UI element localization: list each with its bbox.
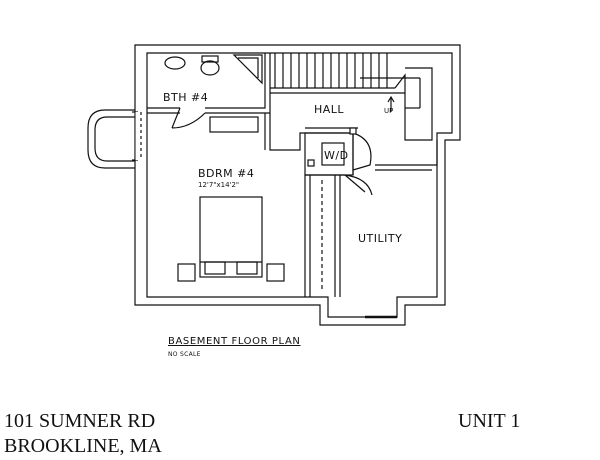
inner-wall xyxy=(146,52,453,318)
stairs-up-label: UP xyxy=(384,107,393,115)
room-label-hall: HALL xyxy=(314,103,344,116)
bath-door-swing xyxy=(171,107,206,129)
unit-label: UNIT 1 xyxy=(458,410,521,432)
closet xyxy=(209,116,259,133)
stairs xyxy=(270,53,433,141)
room-label-utility: UTILITY xyxy=(358,232,402,245)
bath-sink xyxy=(232,54,263,85)
bed xyxy=(177,196,285,282)
plan-scale-note: NO SCALE xyxy=(168,351,201,358)
address-city: BROOKLINE, MA xyxy=(4,435,162,457)
utility-door-swing xyxy=(344,174,373,196)
bay-bump-out xyxy=(87,109,135,169)
wd-door-swing xyxy=(352,132,372,171)
room-dimensions-bedroom: 12'7"x14'2" xyxy=(198,181,239,189)
toilet xyxy=(164,56,186,70)
room-label-bedroom: BDRM #4 xyxy=(198,167,254,180)
outer-wall xyxy=(134,44,461,326)
room-label-bath: BTH #4 xyxy=(163,91,208,104)
floor-plan-drawing: BTH #4 HALL UP W/D BDRM #4 12'7"x14'2" U… xyxy=(87,44,461,326)
room-label-wd: W/D xyxy=(324,149,349,162)
bay-bump-out-inner xyxy=(94,116,135,162)
plan-title: BASEMENT FLOOR PLAN xyxy=(168,336,301,347)
address-street: 101 SUMNER RD xyxy=(4,410,156,432)
